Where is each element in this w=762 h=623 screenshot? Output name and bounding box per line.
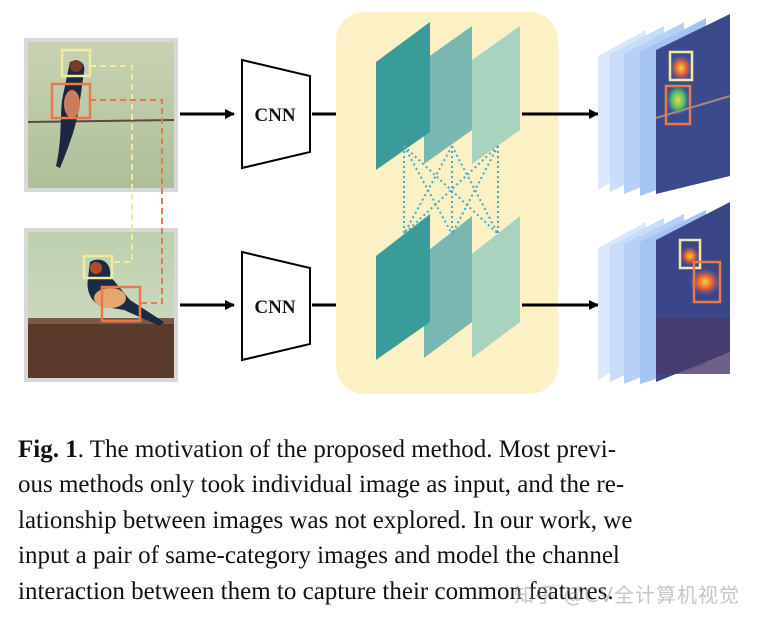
caption-line-2: ous methods only took individual image a… (18, 471, 625, 499)
channel-interaction-links (403, 145, 499, 235)
output-maps-top (598, 14, 731, 196)
watermark: 知乎 @CV全计算机视觉 (513, 583, 740, 607)
output-maps-bottom (598, 202, 730, 384)
caption-line-1: Fig. 1. The motivation of the proposed m… (18, 432, 742, 467)
attention-box-yellow-top (668, 50, 694, 82)
cnn-block-top: CNN (241, 58, 311, 170)
correspondence-line-yellow (90, 65, 133, 263)
figure-diagram: CNN CNN (24, 12, 731, 394)
cnn-block-bottom: CNN (241, 250, 311, 362)
figure-caption: Fig. 1. The motivation of the proposed m… (18, 432, 742, 609)
part-box-orange-bottom (100, 285, 142, 323)
attention-box-orange-top (664, 84, 692, 126)
attention-box-orange-bottom (692, 260, 722, 304)
cnn-label-bottom: CNN (254, 297, 295, 318)
part-box-yellow-top (60, 48, 92, 78)
figure: CNN CNN (24, 12, 731, 394)
part-box-yellow-bottom (82, 254, 114, 280)
caption-line-1-text: . The motivation of the proposed method.… (77, 436, 617, 463)
feature-channels-top (376, 22, 520, 170)
caption-line-5: interaction between them to capture thei… (18, 577, 614, 605)
cnn-label-top: CNN (254, 105, 295, 126)
correspondence-line-orange (90, 99, 163, 304)
feature-channels-bottom (376, 214, 520, 360)
input-image-bottom (24, 228, 178, 382)
caption-line-3: lationship between images was not explor… (18, 506, 633, 534)
caption-line-4: input a pair of same-category images and… (18, 542, 620, 570)
figure-label: Fig. 1 (18, 436, 78, 463)
input-image-top (24, 38, 178, 192)
attention-box-yellow-bottom (678, 238, 702, 270)
